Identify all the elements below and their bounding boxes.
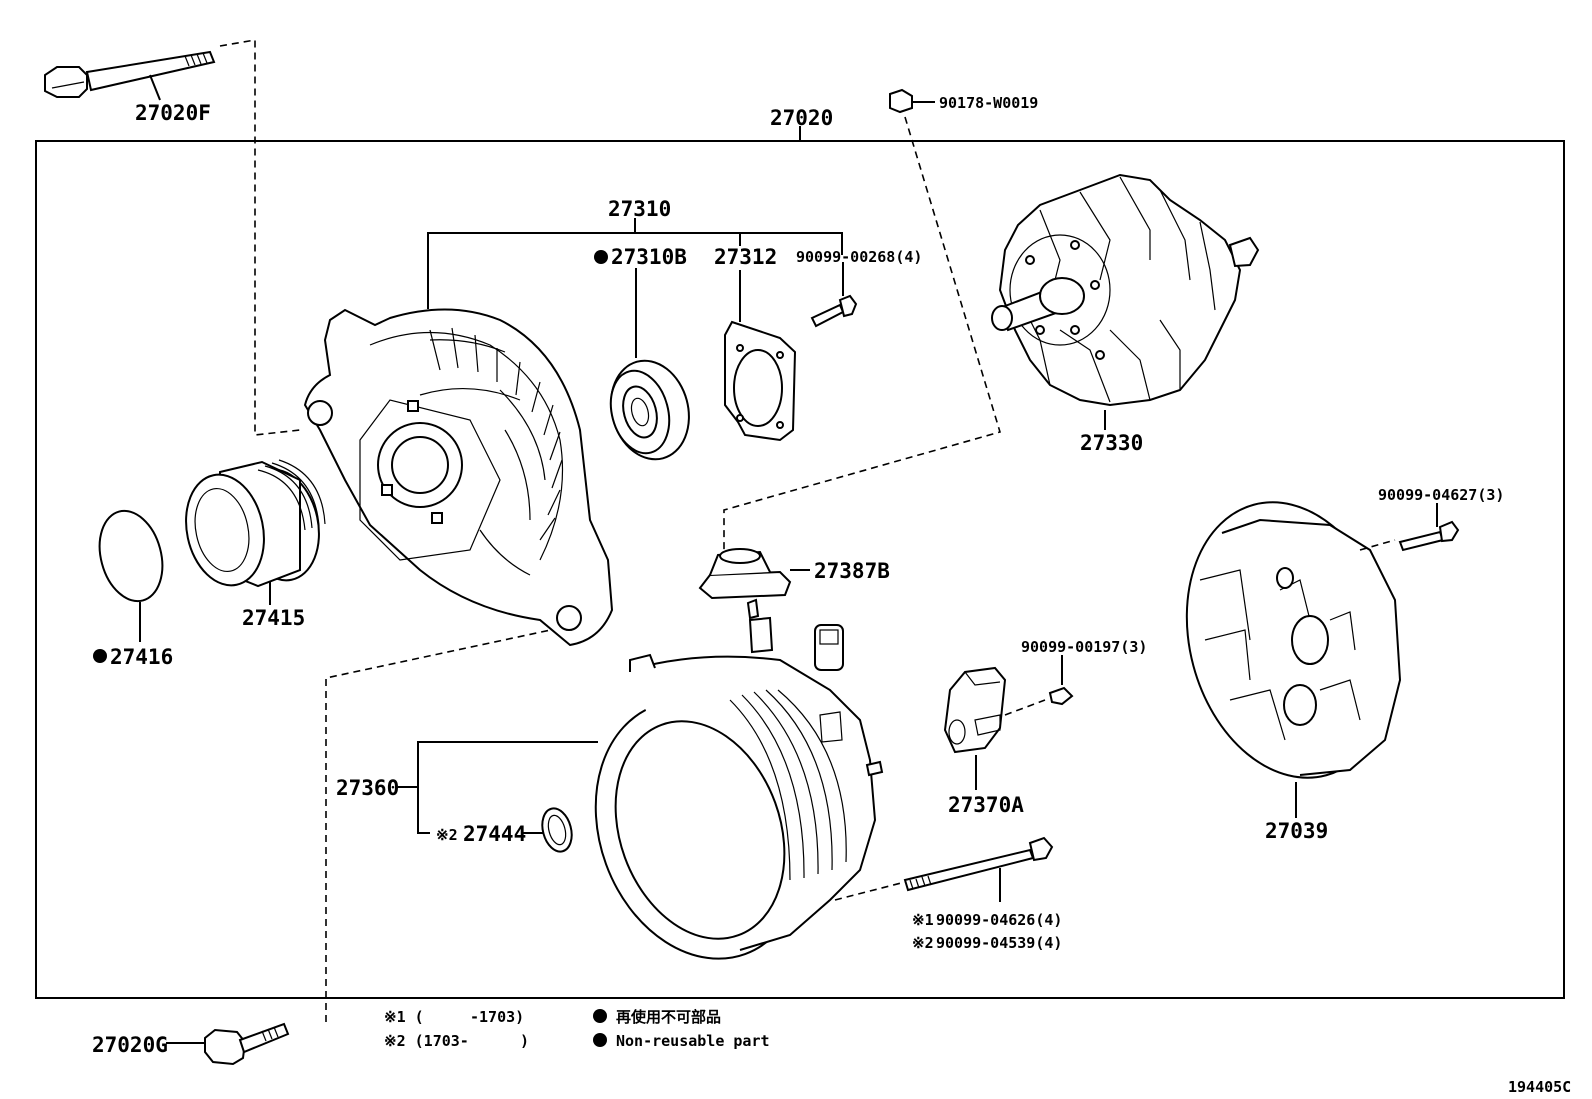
legend-nonreusable-jp: 再使用不可部品 [616, 1008, 721, 1026]
screw-90099-00268 [810, 262, 858, 328]
label-90099-00197: 90099-00197(3) [1021, 638, 1147, 656]
bearing-27310B [609, 268, 690, 461]
label-27020: 27020 [770, 106, 833, 130]
legend-nonreusable-en: Non-reusable part [616, 1032, 770, 1050]
pulley-27415 [185, 459, 326, 605]
leader-27020F [219, 39, 301, 436]
screw-90099-00197 [1048, 655, 1074, 706]
drive-end-frame-27310 [303, 308, 614, 647]
label-27039: 27039 [1265, 819, 1328, 843]
brush-holder-27370A [943, 666, 1007, 790]
label-90099-00268: 90099-00268(4) [796, 248, 922, 266]
retainer-plate-27312 [724, 270, 797, 442]
label-90178-W0019: 90178-W0019 [939, 94, 1038, 112]
legend-note2-label: ※2 (1703- [384, 1032, 469, 1050]
bracket-27360 [417, 741, 598, 834]
legend-dot-jp [593, 1009, 607, 1023]
label-27310B: 27310B [611, 245, 687, 269]
bolt-27020G [166, 1022, 290, 1066]
legend-note2-close: ) [520, 1032, 529, 1050]
mark-note1-bolt: ※1 [912, 911, 934, 929]
bolt-90099-04627 [1398, 503, 1460, 552]
label-27330: 27330 [1080, 431, 1143, 455]
rear-cover-27039 [1185, 501, 1402, 818]
label-27444: 27444 [463, 822, 526, 846]
legend-dot-en [593, 1033, 607, 1047]
label-27416: 27416 [110, 645, 173, 669]
through-bolt-90099-04626 [903, 836, 1054, 902]
label-27370A: 27370A [948, 793, 1024, 817]
nonreusable-dot-27416 [93, 649, 107, 663]
label-27312: 27312 [714, 245, 777, 269]
mark-note2-27444: ※2 [436, 826, 458, 844]
label-27415: 27415 [242, 606, 305, 630]
nonreusable-dot-27310B [594, 250, 608, 264]
figure-id: 194405C [1508, 1078, 1571, 1096]
label-27360: 27360 [336, 776, 399, 800]
rear-frame-27360 [594, 616, 884, 960]
label-90099-04627: 90099-04627(3) [1378, 486, 1504, 504]
leader-27020G [325, 627, 561, 1022]
label-27310: 27310 [608, 197, 671, 221]
bolt-27020F [44, 50, 216, 101]
leader-90178 [723, 116, 1002, 560]
legend-note1-label: ※1 ( [384, 1008, 424, 1026]
label-27020F: 27020F [135, 101, 211, 125]
rotor-27330 [991, 173, 1260, 430]
cap-27416 [98, 509, 164, 642]
label-27387B: 27387B [814, 559, 890, 583]
nut-90178-W0019 [889, 88, 935, 114]
legend-note1-range: -1703) [470, 1008, 524, 1026]
label-27020G: 27020G [92, 1033, 168, 1057]
insulator-27387B [698, 548, 810, 620]
label-90099-04626: 90099-04626(4) [936, 911, 1062, 929]
label-90099-04539: 90099-04539(4) [936, 934, 1062, 952]
seal-27444 [521, 807, 573, 853]
mark-note2-bolt: ※2 [912, 934, 934, 952]
